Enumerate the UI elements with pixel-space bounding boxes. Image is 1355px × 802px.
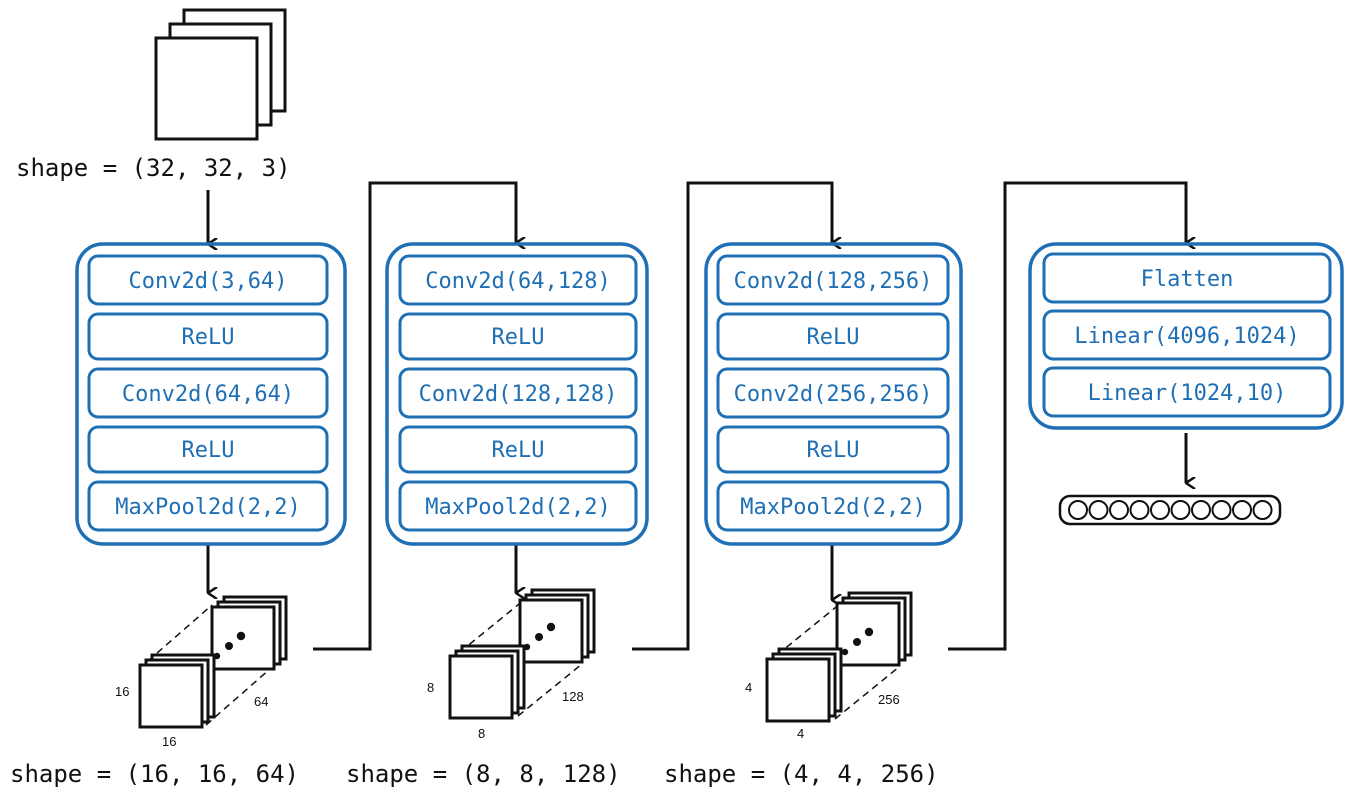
- arrow-volume-2-to-block-3: [632, 181, 832, 651]
- layer-box: Linear(1024,10): [1042, 366, 1332, 418]
- ellipsis-dots-icon: [841, 627, 874, 656]
- layer-box: ReLU: [87, 312, 329, 361]
- output-node: [1109, 500, 1129, 520]
- conv-block-2: Conv2d(64,128) ReLU Conv2d(128,128) ReLU…: [385, 242, 649, 546]
- connectors: [206, 181, 1186, 651]
- output-node: [1232, 500, 1252, 520]
- output-node: [1170, 500, 1191, 520]
- layer-box: Conv2d(256,256): [716, 367, 950, 419]
- arrow-volume-1-to-block-2: [313, 181, 516, 651]
- height-label: 4: [745, 680, 752, 695]
- layer-box: Flatten: [1042, 252, 1332, 304]
- classifier-block: Flatten Linear(4096,1024) Linear(1024,10…: [1028, 242, 1344, 430]
- layer-box: ReLU: [716, 312, 950, 361]
- layer-box: Conv2d(128,256): [716, 254, 950, 306]
- arrow-volume-3-to-classifier: [948, 181, 1186, 651]
- layer-box: Conv2d(3,64): [87, 254, 329, 306]
- layer-label: Conv2d(128,256): [734, 269, 933, 294]
- layer-box: Conv2d(128,128): [398, 367, 638, 419]
- layer-label: MaxPool2d(2,2): [740, 495, 925, 520]
- block-2-output-shape-label: shape = (8, 8, 128): [346, 760, 621, 788]
- feature-map-volume-3: 4 4 256: [745, 591, 913, 741]
- layer-label: ReLU: [492, 325, 545, 350]
- layer-label: ReLU: [182, 438, 235, 463]
- layer-box: ReLU: [87, 425, 329, 474]
- layer-box: ReLU: [398, 312, 638, 361]
- layer-label: MaxPool2d(2,2): [115, 495, 300, 520]
- layer-label: Flatten: [1141, 267, 1234, 292]
- width-label: 8: [478, 726, 485, 741]
- channels-label: 128: [562, 689, 584, 704]
- output-node: [1252, 500, 1273, 520]
- width-label: 4: [797, 726, 804, 741]
- layer-box: Conv2d(64,64): [87, 367, 329, 419]
- feature-map-volume-1: 16 16 64: [115, 595, 288, 749]
- layer-box: MaxPool2d(2,2): [398, 480, 638, 532]
- input-image-stack-icon: [154, 8, 287, 141]
- block-3-output-shape-label: shape = (4, 4, 256): [664, 760, 939, 788]
- layer-label: Conv2d(64,64): [122, 382, 294, 407]
- height-label: 16: [115, 684, 129, 699]
- layer-label: ReLU: [182, 325, 235, 350]
- layer-label: Linear(4096,1024): [1074, 324, 1299, 349]
- layer-label: ReLU: [807, 325, 860, 350]
- layer-box: Linear(4096,1024): [1042, 309, 1332, 361]
- height-label: 8: [427, 680, 434, 695]
- layer-box: Conv2d(64,128): [398, 254, 638, 306]
- block-1-output-shape-label: shape = (16, 16, 64): [10, 760, 299, 788]
- layer-label: Conv2d(64,128): [425, 269, 610, 294]
- output-node: [1129, 500, 1150, 520]
- output-node: [1088, 500, 1109, 520]
- layer-label: Conv2d(3,64): [129, 269, 288, 294]
- layer-box: ReLU: [716, 425, 950, 474]
- output-node: [1068, 500, 1088, 520]
- output-vector: [1058, 494, 1282, 526]
- output-nodes: [1068, 500, 1273, 520]
- output-node: [1211, 500, 1232, 520]
- layer-label: Linear(1024,10): [1088, 381, 1287, 406]
- channels-label: 256: [878, 692, 900, 707]
- width-label: 16: [162, 734, 176, 749]
- feature-map-volume-2: 8 8 128: [427, 588, 596, 741]
- layer-box: MaxPool2d(2,2): [716, 480, 950, 532]
- layer-label: Conv2d(256,256): [734, 382, 933, 407]
- layer-label: ReLU: [492, 438, 545, 463]
- output-node: [1150, 500, 1170, 520]
- input-shape-label: shape = (32, 32, 3): [16, 154, 291, 182]
- layer-label: ReLU: [807, 438, 860, 463]
- layer-box: MaxPool2d(2,2): [87, 480, 329, 532]
- layer-label: Conv2d(128,128): [419, 382, 618, 407]
- output-node: [1191, 500, 1211, 520]
- conv-block-3: Conv2d(128,256) ReLU Conv2d(256,256) ReL…: [704, 242, 963, 546]
- layer-label: MaxPool2d(2,2): [425, 495, 610, 520]
- layer-box: ReLU: [398, 425, 638, 474]
- channels-label: 64: [254, 694, 268, 709]
- conv-block-1: Conv2d(3,64) ReLU Conv2d(64,64) ReLU Max…: [75, 242, 347, 546]
